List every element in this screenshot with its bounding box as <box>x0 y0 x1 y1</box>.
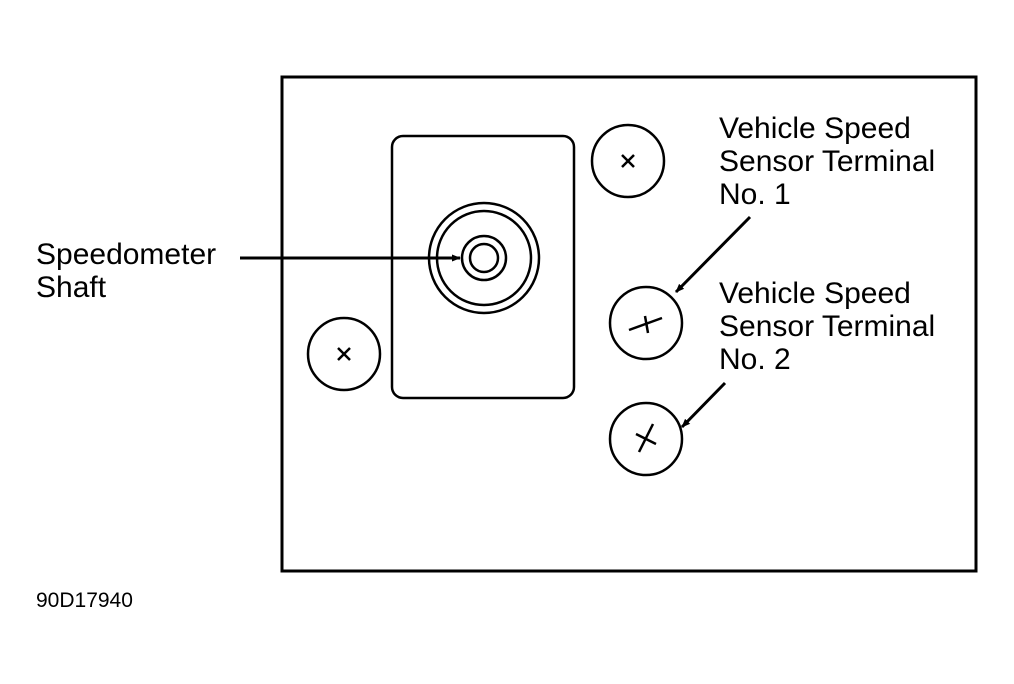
terminal-2-label-line: No. 2 <box>719 343 791 376</box>
sensor-body <box>390 134 576 400</box>
sensor-terminal-2 <box>608 401 684 477</box>
terminal-2-label-line: Sensor Terminal <box>719 310 936 343</box>
mounting-screw-left <box>306 316 382 392</box>
terminal-1-label-line: No. 1 <box>719 178 791 211</box>
terminal-1-leader-arrow <box>674 215 752 294</box>
terminal-2-label-line: Vehicle Speed <box>719 277 911 310</box>
sensor-terminal-1 <box>608 285 684 361</box>
sensor-housing-outline <box>280 75 978 573</box>
terminal-1-label-line: Vehicle Speed <box>719 112 911 145</box>
speedometer-shaft-label-line: Shaft <box>36 271 107 304</box>
speedometer-shaft-label-line: Speedometer <box>36 238 217 271</box>
terminal-2-label: Vehicle Speed Sensor Terminal No. 2 <box>719 277 935 376</box>
terminal-2-leader-arrow <box>680 381 727 429</box>
terminal-1-label: Vehicle Speed Sensor Terminal No. 1 <box>719 112 935 211</box>
speedometer-shaft-label: Speedometer Shaft <box>36 238 216 304</box>
figure-code: 90D17940 <box>36 589 133 612</box>
mounting-screw-top <box>590 123 666 199</box>
terminal-1-label-line: Sensor Terminal <box>719 145 936 178</box>
